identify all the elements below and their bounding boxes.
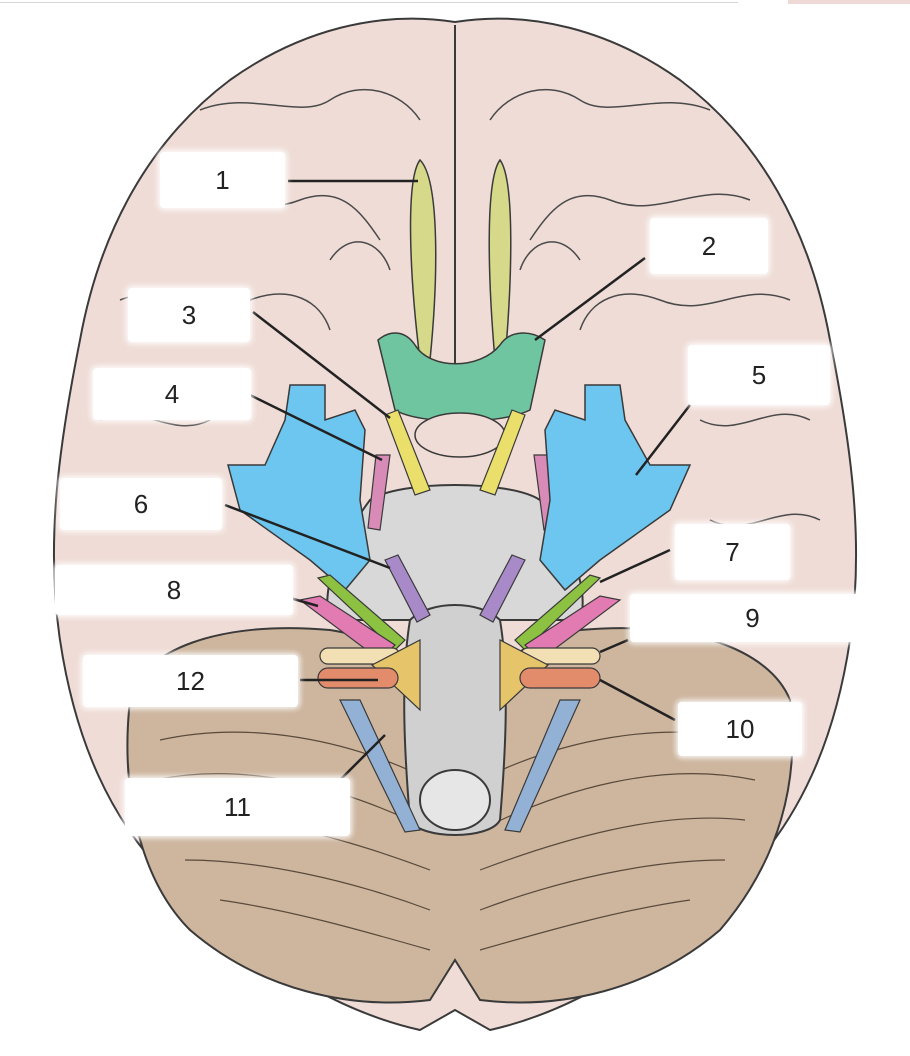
label-box-11[interactable]: 11 xyxy=(125,778,350,836)
label-box-4[interactable]: 4 xyxy=(93,368,251,420)
label-box-6[interactable]: 6 xyxy=(60,478,222,530)
leader-10 xyxy=(599,678,676,722)
leader-4 xyxy=(249,393,383,462)
trigeminal-nerve-right xyxy=(539,384,692,592)
facial-nerve-right xyxy=(514,574,602,651)
leader-8 xyxy=(289,596,319,608)
label-box-10[interactable]: 10 xyxy=(678,702,802,756)
hypoglossal-nerve-left xyxy=(339,699,421,833)
hypoglossal-nerve-right xyxy=(504,699,581,833)
label-box-7[interactable]: 7 xyxy=(675,524,790,580)
label-box-3[interactable]: 3 xyxy=(128,288,250,342)
top-divider xyxy=(0,2,738,3)
leader-lines xyxy=(224,179,691,781)
label-box-5[interactable]: 5 xyxy=(688,345,830,405)
leader-6 xyxy=(224,503,391,570)
facial-nerve-left xyxy=(316,574,406,651)
abducens-nerve-left xyxy=(384,554,431,623)
label-box-12[interactable]: 12 xyxy=(83,655,298,707)
corner-tab xyxy=(788,0,910,4)
label-box-2[interactable]: 2 xyxy=(650,218,768,274)
accessory-nerve-left xyxy=(317,667,399,689)
trochlear-nerve-left xyxy=(367,454,391,531)
vestibulocochlear-nerve-left xyxy=(298,595,396,661)
accessory-nerve-right xyxy=(519,667,601,689)
leader-9 xyxy=(599,638,629,654)
leader-2 xyxy=(534,256,646,342)
spinal-cord-section xyxy=(419,769,491,831)
pituitary-stalk xyxy=(414,412,506,458)
oculomotor-nerve-right xyxy=(479,409,526,496)
label-box-1[interactable]: 1 xyxy=(160,152,285,208)
leader-3 xyxy=(252,311,391,419)
oculomotor-nerve-left xyxy=(384,409,431,496)
leader-7 xyxy=(599,548,671,584)
abducens-nerve-right xyxy=(479,554,526,623)
vestibulocochlear-nerve-right xyxy=(524,595,622,661)
olfactory-tract-right xyxy=(488,158,512,361)
leader-11 xyxy=(339,734,386,781)
leader-5 xyxy=(635,404,691,476)
label-box-8[interactable]: 8 xyxy=(55,565,293,615)
label-box-9[interactable]: 9 xyxy=(630,594,875,642)
